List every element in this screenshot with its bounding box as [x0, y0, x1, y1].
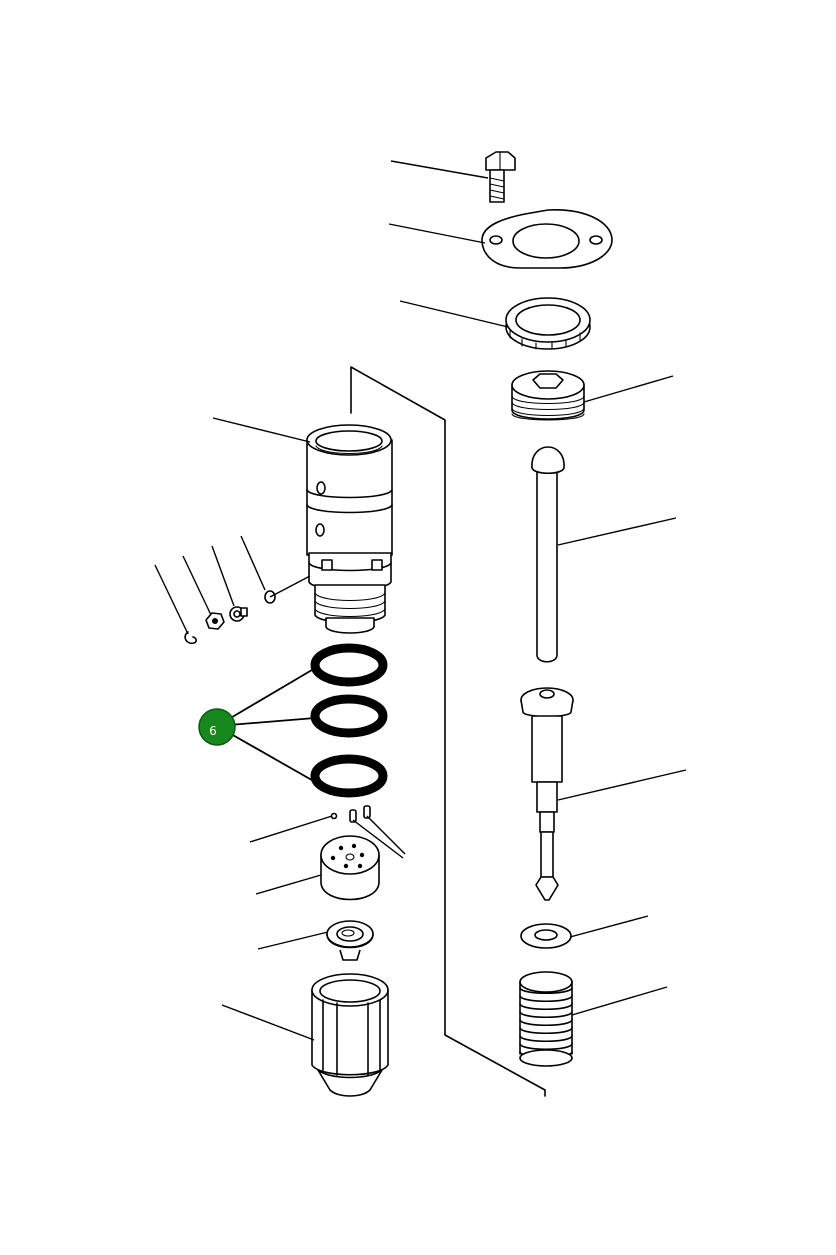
- part-nozzle-cap: [311, 973, 389, 1097]
- part-nut: [205, 612, 225, 630]
- part-spring: [519, 971, 573, 1067]
- part-washer: [520, 923, 572, 949]
- part-dowel-pins: [349, 805, 371, 823]
- leader-lines: [154, 160, 687, 1041]
- oring-top: [310, 643, 388, 687]
- callout-number: 6: [209, 724, 217, 738]
- part-set-screw: [229, 606, 248, 622]
- oring-bottom: [310, 754, 388, 798]
- part-clip: [184, 631, 197, 645]
- part-ball: [330, 812, 338, 820]
- part-check-valve: [326, 920, 374, 961]
- oring-middle: [310, 694, 388, 738]
- part-push-rod: [531, 446, 565, 663]
- callout-circle[interactable]: [198, 708, 236, 746]
- part-plunger: [520, 687, 574, 901]
- part-bolt: [485, 151, 516, 203]
- part-retaining-nut: [505, 297, 591, 350]
- callout-badge-6[interactable]: 6: [198, 708, 236, 746]
- part-spring-cage: [320, 835, 380, 901]
- group-bracket: [350, 366, 546, 1097]
- part-flange-plate: [481, 209, 613, 269]
- part-injector-body: [306, 424, 393, 634]
- part-adjusting-screw: [511, 370, 585, 421]
